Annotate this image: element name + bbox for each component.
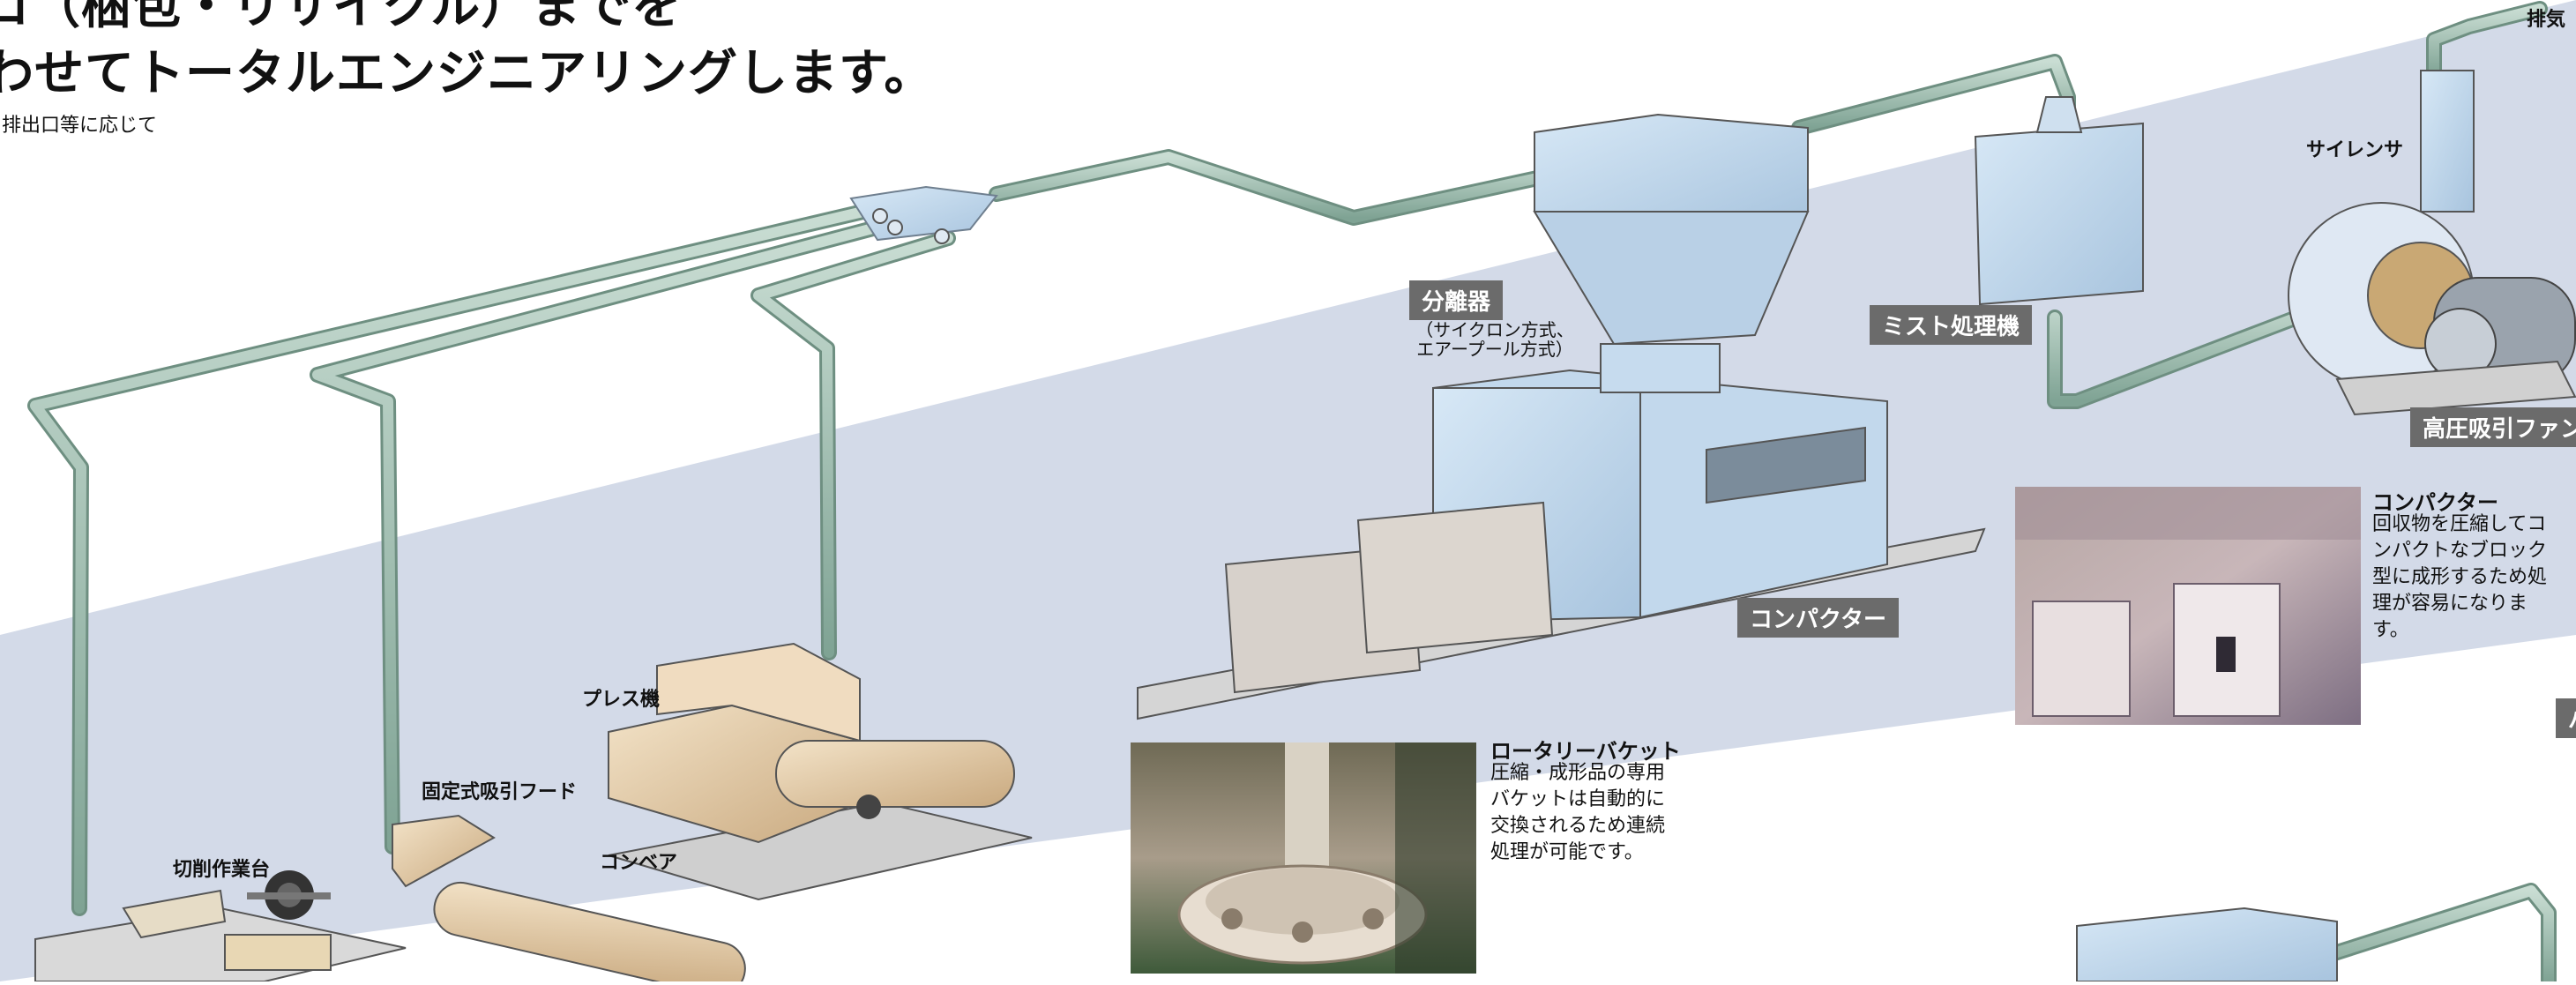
fan-box: 高圧吸引ファン: [2410, 407, 2576, 447]
duct-junction: [849, 185, 998, 244]
separator-illustration: [1137, 113, 1986, 720]
heading-line2: わせてトータルエンジニアリングします。: [0, 45, 935, 102]
separator-sub1: （サイクロン方式、: [1415, 319, 1574, 340]
label-conveyor: コンベア: [600, 852, 678, 874]
label-fixed-hood: 固定式吸引フード: [422, 781, 578, 803]
compactor-desc: 回収物を圧縮してコンパクトなブロック型に成形するため処理が容易になります。: [2372, 513, 2548, 641]
mist-unit-illustration: [1974, 96, 2144, 306]
label-press: プレス機: [582, 689, 661, 711]
fan-illustration: [2288, 70, 2576, 416]
rotary-desc: 圧縮・成形品の専用バケットは自動的に交換されるため連続処理が可能です。: [1490, 762, 1666, 863]
separator-partial-illustration: [2076, 907, 2338, 982]
rotary-bucket-photo: [1131, 742, 1476, 974]
compactor-photo: [2015, 487, 2361, 725]
separator-box: 分離器: [1409, 280, 1504, 320]
compactor-box: コンパクター: [1737, 598, 1899, 638]
label-exhaust: 排気: [2527, 9, 2566, 31]
heading-note: 排出口等に応じて: [2, 115, 158, 137]
heading-line1: コ（梱包・リサイクル）までを: [0, 0, 683, 35]
cutting-table-illustration: [34, 870, 407, 982]
press-machine-illustration: [608, 642, 1033, 901]
rotary-title: ロータリーバケット: [1490, 739, 1681, 764]
separator-sub2: エアープール方式）: [1416, 339, 1573, 360]
hood-conveyor-illustration: [392, 814, 746, 985]
compactor-title: コンパクター: [2372, 490, 2499, 515]
partial-box: バ: [2556, 698, 2576, 738]
mist-box: ミスト処理機: [1870, 305, 2033, 345]
label-cutting-table: 切削作業台: [173, 859, 271, 881]
label-silencer: サイレンサ: [2306, 139, 2404, 161]
